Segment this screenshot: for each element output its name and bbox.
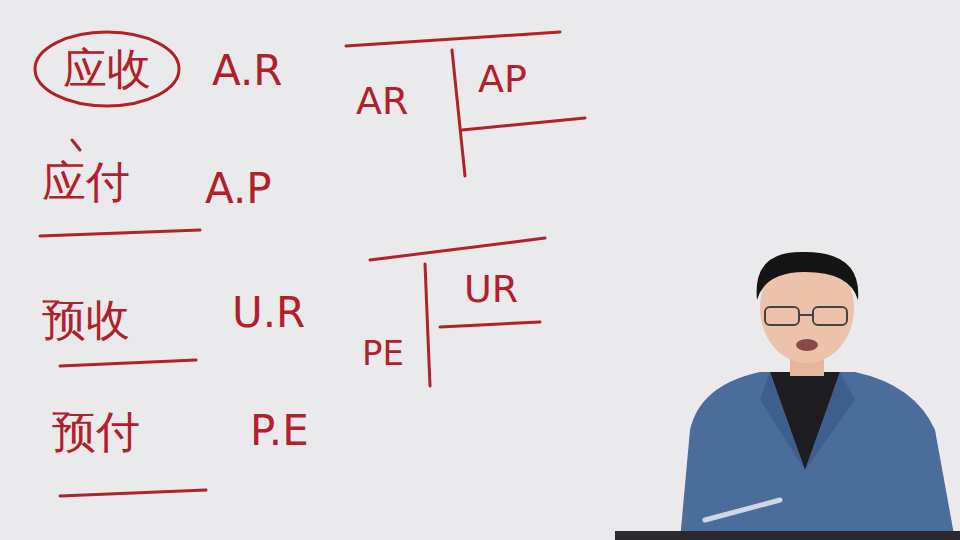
t-account-line [440,322,540,327]
underline [60,360,196,366]
t-account-name: UR [464,270,518,308]
term-text: 预付 [52,410,140,454]
pen-tick [72,140,80,150]
t-account-line [346,32,560,46]
abbreviation: A.R [212,50,283,92]
term-text: 应付 [42,160,130,204]
t-account-name: PE [362,336,404,370]
abbreviation: P.E [250,410,309,452]
presenter-figure [615,252,960,540]
t-account-line [370,238,545,260]
circled-term: 应收 [33,30,181,108]
t-account-name: AR [356,82,408,120]
t-account-line [462,118,585,130]
t-account-line [452,50,465,176]
underline [40,230,200,236]
term-text: 应收 [63,47,151,91]
t-account-name: AP [478,60,527,98]
term-text: 预收 [42,298,130,342]
underline [60,490,206,496]
abbreviation: U.R [232,292,305,334]
abbreviation: A.P [205,168,272,210]
t-account-line [425,264,430,386]
